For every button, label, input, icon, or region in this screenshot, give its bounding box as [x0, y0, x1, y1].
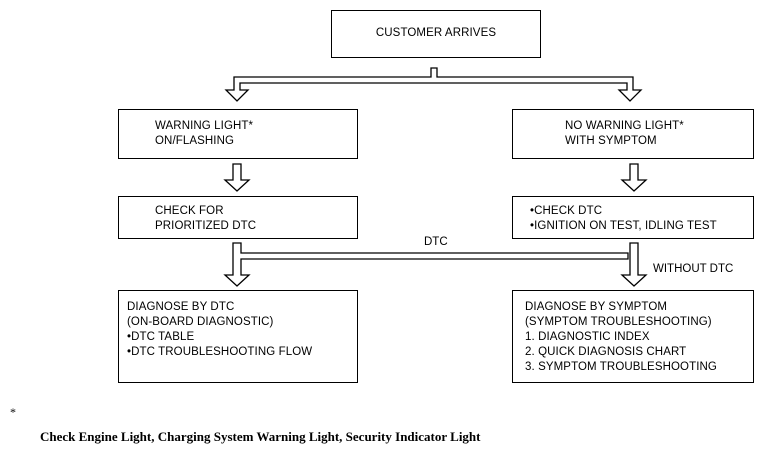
- no-warning-light-line: NO WARNING LIGHT*: [565, 120, 684, 132]
- arrow-left-1: [223, 163, 251, 192]
- diagnose-symptom-line: DIAGNOSE BY SYMPTOM: [525, 301, 668, 313]
- no-warning-light-line: WITH SYMPTOM: [565, 135, 657, 147]
- diagnose-dtc-line: (ON-BOARD DIAGNOSTIC): [127, 316, 274, 328]
- diagnose-dtc-line: •DTC TABLE: [127, 331, 195, 343]
- diagnose-by-symptom-box: DIAGNOSE BY SYMPTOM (SYMPTOM TROUBLESHOO…: [512, 290, 754, 383]
- diagnose-dtc-line: DIAGNOSE BY DTC: [127, 301, 235, 313]
- without-dtc-edge-label: WITHOUT DTC: [653, 263, 734, 275]
- warning-light-line: ON/FLASHING: [155, 135, 235, 147]
- warning-light-box: WARNING LIGHT* ON/FLASHING: [118, 109, 358, 159]
- diagnose-symptom-line: 2. QUICK DIAGNOSIS CHART: [525, 346, 687, 358]
- arrow-right-1: [620, 163, 648, 192]
- diagnose-symptom-line: 3. SYMPTOM TROUBLESHOOTING: [525, 361, 717, 373]
- diagnose-by-dtc-box: DIAGNOSE BY DTC (ON-BOARD DIAGNOSTIC) •D…: [118, 290, 358, 383]
- diagnose-dtc-line: •DTC TROUBLESHOOTING FLOW: [127, 346, 313, 358]
- check-dtc-line: •IGNITION ON TEST, IDLING TEST: [530, 220, 717, 232]
- customer-arrives-box: CUSTOMER ARRIVES: [331, 10, 541, 58]
- check-dtc-box: •CHECK DTC •IGNITION ON TEST, IDLING TES…: [512, 196, 754, 239]
- diagnose-symptom-line: (SYMPTOM TROUBLESHOOTING): [525, 316, 712, 328]
- footnote-text: Check Engine Light, Charging System Warn…: [40, 429, 481, 444]
- check-prioritized-line: CHECK FOR: [155, 205, 224, 217]
- start-text: CUSTOMER ARRIVES: [375, 27, 497, 39]
- dtc-edge-label: DTC: [424, 236, 448, 248]
- footnote-mark: *: [10, 405, 16, 419]
- check-prioritized-line: PRIORITIZED DTC: [155, 220, 257, 232]
- diagnose-symptom-line: 1. DIAGNOSTIC INDEX: [525, 331, 650, 343]
- split-arrow: [224, 67, 643, 102]
- arrow-right-without-dtc: [620, 242, 648, 287]
- check-prioritized-dtc-box: CHECK FOR PRIORITIZED DTC: [118, 196, 358, 239]
- warning-light-line: WARNING LIGHT*: [155, 120, 254, 132]
- no-warning-light-box: NO WARNING LIGHT* WITH SYMPTOM: [512, 109, 754, 159]
- dtc-merge-arrow: [223, 242, 629, 287]
- check-dtc-line: •CHECK DTC: [530, 205, 603, 217]
